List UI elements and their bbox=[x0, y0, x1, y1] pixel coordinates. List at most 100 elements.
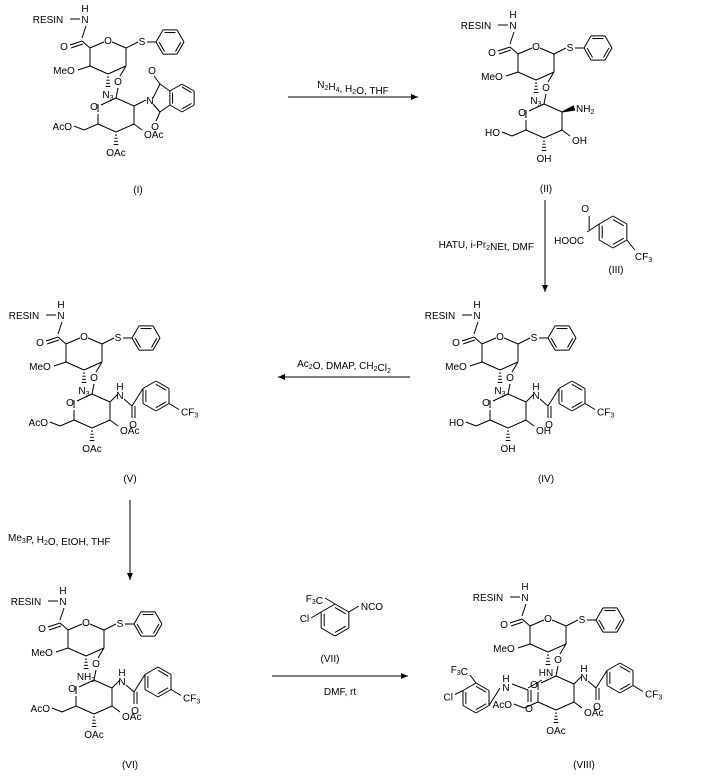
bond bbox=[89, 623, 105, 631]
phenyl-bond bbox=[604, 35, 613, 49]
bond bbox=[537, 701, 557, 711]
c3-label: OAc bbox=[122, 712, 141, 723]
bond bbox=[529, 643, 549, 653]
phenyl-bond bbox=[152, 325, 161, 339]
bond bbox=[507, 393, 527, 403]
amide-n-label: N bbox=[116, 391, 123, 402]
amide-h-label: H bbox=[532, 382, 539, 393]
carbonyl-bond bbox=[47, 622, 61, 628]
phenyl-double-bond bbox=[134, 337, 141, 348]
amide-bond bbox=[57, 321, 63, 335]
amide-n-label: N bbox=[473, 311, 480, 322]
c3-bond bbox=[133, 123, 143, 131]
phenyl-bond bbox=[568, 325, 577, 339]
benzoyl-ring-double-bond bbox=[155, 383, 167, 391]
c6-label: HO bbox=[485, 128, 500, 139]
ring-oxygen-label: O bbox=[104, 36, 112, 47]
methoxy-bond bbox=[505, 71, 519, 77]
c2p-bond bbox=[133, 99, 147, 107]
bond bbox=[539, 47, 555, 55]
bond bbox=[547, 388, 560, 407]
c4-label: OAc bbox=[84, 730, 103, 741]
cl-bond bbox=[310, 611, 322, 619]
cf3-bond bbox=[584, 403, 596, 410]
methoxy-bond bbox=[53, 361, 67, 367]
chloroaryl-ring-double-bond bbox=[475, 703, 487, 711]
chloroaryl-ring-bond bbox=[475, 705, 490, 714]
bond bbox=[539, 398, 549, 407]
methoxy-label: MeO bbox=[31, 648, 53, 659]
amide-o-label: O bbox=[545, 420, 553, 431]
bond bbox=[543, 129, 563, 139]
c3-bond bbox=[573, 701, 583, 709]
c2p-bond bbox=[525, 393, 535, 403]
amide-h-label: H bbox=[521, 582, 528, 593]
amide-bond bbox=[509, 31, 515, 45]
c4-bond bbox=[113, 134, 119, 145]
urea-bond bbox=[511, 683, 529, 691]
reagent-vii-ring-bond bbox=[334, 627, 350, 637]
cf3-label: CF3 bbox=[183, 694, 200, 706]
c4-bond bbox=[541, 140, 547, 151]
arrow-step4: Me3P, H2O, EtOH, THF bbox=[8, 500, 133, 580]
c6-label: AcO bbox=[53, 122, 73, 133]
bond bbox=[57, 336, 67, 345]
c6-bond bbox=[523, 701, 539, 709]
carbonyl-double-bond bbox=[46, 339, 60, 345]
phenyl-bond bbox=[154, 611, 163, 625]
c2p-bond bbox=[573, 675, 583, 685]
arrow-step3: Ac2O, DMAP, CH2Cl2 bbox=[278, 359, 410, 380]
c6-label: AcO bbox=[31, 704, 51, 715]
reagent-caption: (III) bbox=[609, 265, 624, 276]
bond bbox=[59, 622, 69, 631]
ring-oxygen-label: O bbox=[496, 332, 504, 343]
bond bbox=[481, 361, 501, 371]
c3-bond bbox=[561, 129, 571, 137]
bond bbox=[555, 701, 575, 711]
phenyl-bond bbox=[176, 41, 185, 55]
sulfur-label: S bbox=[567, 43, 574, 54]
amide-h-label: H bbox=[59, 586, 66, 597]
resin-label: RESIN bbox=[461, 21, 492, 32]
glycosidic-bond bbox=[511, 361, 519, 373]
phenyl-bond bbox=[583, 47, 592, 61]
phenyl-bond bbox=[155, 29, 164, 43]
glycosidic-bond bbox=[547, 71, 555, 83]
phenyl-double-bond bbox=[567, 337, 574, 348]
c3-bond bbox=[109, 419, 119, 427]
bond bbox=[595, 670, 608, 689]
urea-h-label: H bbox=[502, 674, 509, 685]
phenyl-double-bond bbox=[158, 41, 165, 52]
cooh-bond bbox=[586, 223, 600, 233]
bond bbox=[93, 679, 113, 689]
reaction-conditions: HATU, i-Pr2NEt, DMF bbox=[439, 240, 534, 253]
c2p-bond bbox=[111, 679, 121, 689]
bond bbox=[159, 104, 171, 113]
cf3-label: CF3 bbox=[181, 408, 198, 420]
carbonyl-bond bbox=[69, 40, 83, 46]
urea-bond bbox=[527, 679, 543, 689]
bond bbox=[115, 123, 135, 133]
phenyl-bond bbox=[595, 607, 604, 621]
c2-label: N3 bbox=[102, 90, 113, 102]
imide-n-label: N bbox=[146, 96, 153, 107]
phenyl-double-bond bbox=[550, 337, 557, 348]
phenyl-double-bond bbox=[586, 47, 593, 58]
benzoyl-ring-bond bbox=[155, 380, 170, 389]
glycosidic-bond bbox=[95, 361, 103, 373]
reagent-iii-ring-bond bbox=[612, 215, 628, 225]
c6-bond bbox=[51, 707, 63, 713]
methoxy-label: MeO bbox=[481, 72, 503, 83]
benzoyl-ring-bond bbox=[157, 666, 172, 675]
phenyl-double-bond bbox=[603, 47, 610, 58]
bond bbox=[65, 337, 81, 345]
benzoyl-ring-double-bond bbox=[155, 401, 167, 409]
benzoyl-ring-bond bbox=[155, 403, 170, 412]
phenyl-bond bbox=[152, 337, 161, 351]
bond bbox=[85, 647, 105, 657]
sulfur-label: S bbox=[531, 333, 538, 344]
amide-h-label: H bbox=[118, 668, 125, 679]
cl-label: Cl bbox=[444, 693, 453, 704]
c4-bond bbox=[91, 716, 97, 727]
